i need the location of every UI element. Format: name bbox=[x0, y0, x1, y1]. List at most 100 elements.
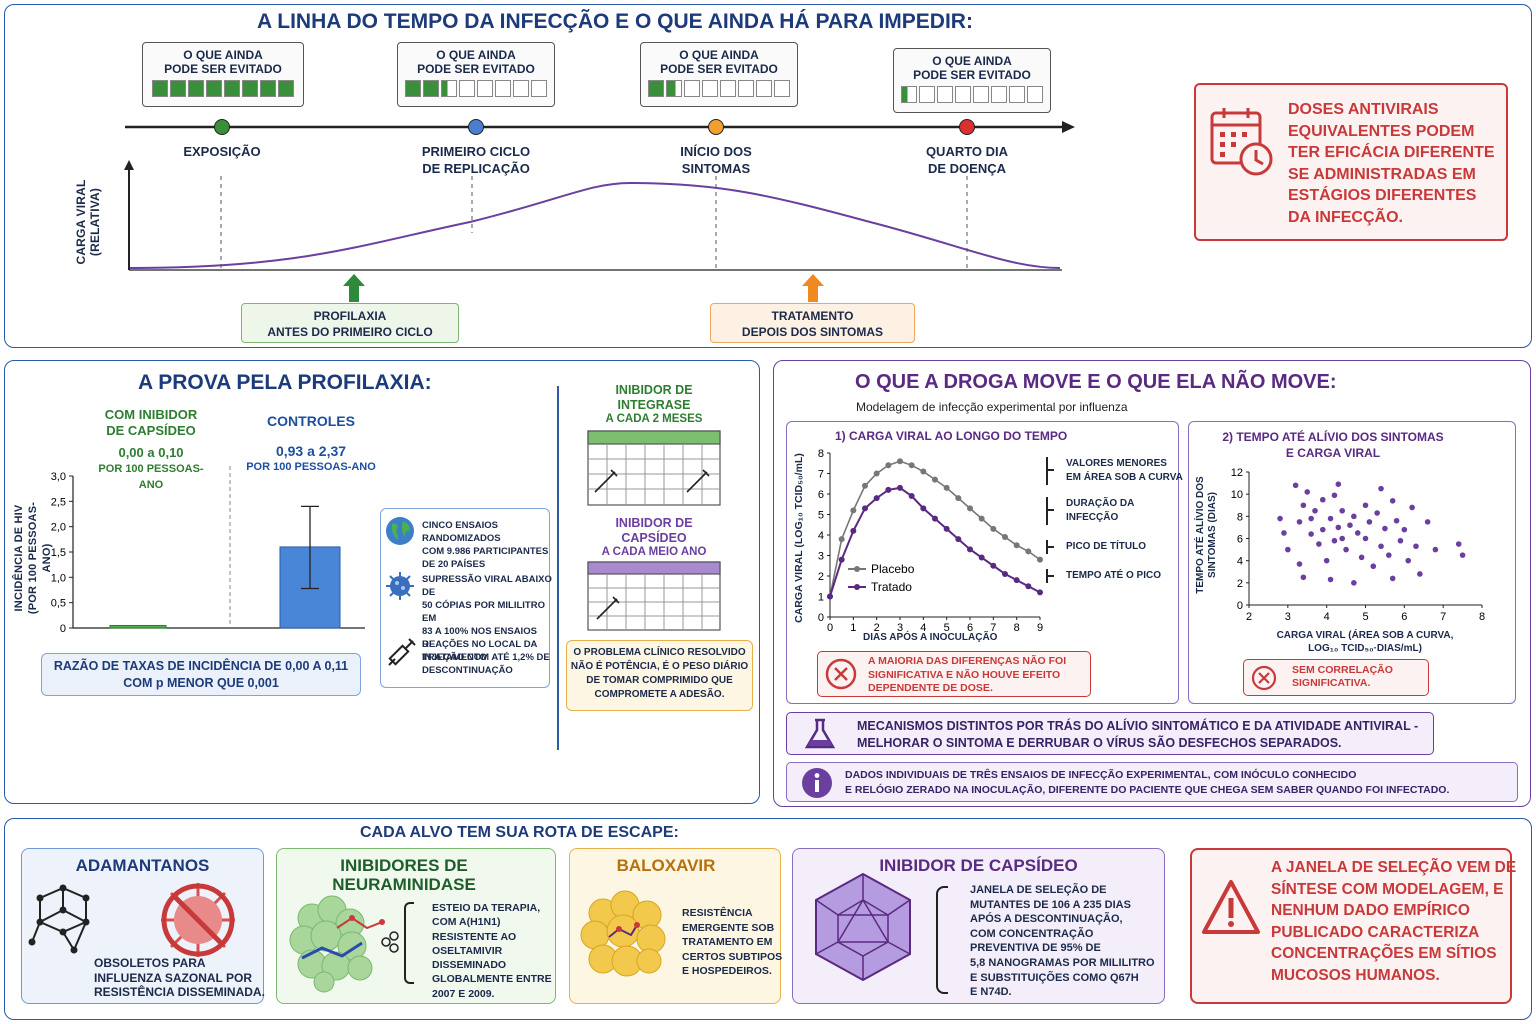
stage-name: PRIMEIRO CICLO bbox=[421, 144, 531, 159]
adamantane-molecule-icon bbox=[28, 884, 90, 954]
scatter-point bbox=[1432, 546, 1439, 553]
scatter-point bbox=[1292, 482, 1299, 489]
capsid-line: PREVENTIVA DE 95% DE bbox=[970, 942, 1101, 955]
neuraminidase-line: RESISTENTE AO bbox=[432, 930, 517, 943]
scatter-point bbox=[1366, 519, 1373, 525]
x-circle-icon bbox=[825, 658, 857, 690]
bracket-line: VALORES MENORES bbox=[1066, 458, 1167, 469]
series-line bbox=[829, 486, 1041, 597]
scatter-point bbox=[1347, 522, 1353, 528]
warning-line: NENHUM DADO EMPÍRICO bbox=[1271, 902, 1470, 919]
chart2-panel bbox=[1188, 421, 1516, 704]
y-tick-label: 2 bbox=[818, 571, 824, 583]
x-tick-label: 6 bbox=[1401, 611, 1407, 623]
data-point bbox=[1025, 548, 1032, 555]
neuraminidase-line: GLOBALMENTE ENTRE bbox=[432, 973, 552, 986]
bracket-tick bbox=[1046, 469, 1054, 471]
scatter-point bbox=[1455, 541, 1462, 547]
bar-segment bbox=[756, 80, 772, 97]
data-point bbox=[1025, 583, 1032, 590]
scatter-point bbox=[1339, 535, 1345, 542]
data-point bbox=[873, 495, 880, 502]
bar-segment bbox=[684, 80, 700, 97]
scatter-point bbox=[1389, 575, 1396, 582]
stage-name: QUARTO DIA bbox=[925, 144, 1009, 159]
stage-marker bbox=[214, 119, 230, 135]
warning-card bbox=[1190, 848, 1512, 1004]
note-line: A MAIORIA DAS DIFERENÇAS NÃO FOI bbox=[868, 655, 1067, 667]
x-tick-label: 6 bbox=[967, 622, 973, 631]
scatter-point bbox=[1362, 535, 1369, 542]
scatter-point bbox=[1459, 552, 1466, 558]
y-tick-label: 2 bbox=[1237, 578, 1243, 590]
x-tick-label: 2 bbox=[874, 622, 880, 631]
x-tick-label: 0 bbox=[827, 622, 833, 631]
scatter-point bbox=[1327, 515, 1334, 522]
note-line: SIGNIFICATIVA. bbox=[1292, 677, 1371, 689]
adamantanes-line: OBSOLETOS PARA bbox=[94, 956, 206, 970]
x-tick-label: 7 bbox=[990, 622, 996, 631]
warning-line: CONCENTRAÇÕES EM SÍTIOS bbox=[1271, 945, 1497, 962]
y-tick-label: 10 bbox=[1231, 489, 1243, 501]
adamantanes-line: RESISTÊNCIA DISSEMINADA. bbox=[94, 985, 265, 999]
mechanism-line: MECANISMOS DISTINTOS POR TRÁS DO ALÍVIO … bbox=[857, 719, 1419, 733]
proof-title: A PROVA PELA PROFILAXIA: bbox=[138, 371, 432, 394]
capsid-line: MUTANTES DE 106 A 235 DIAS bbox=[970, 898, 1131, 911]
warning-line: MUCOSOS HUMANOS. bbox=[1271, 966, 1440, 984]
alert-line: TER EFICÁCIA DIFERENTE bbox=[1288, 144, 1495, 161]
data-point bbox=[850, 507, 857, 514]
timeline-title: A LINHA DO TEMPO DA INFECÇÃO E O QUE AIN… bbox=[257, 10, 973, 33]
fact-line: 50 CÓPIAS POR MILILITRO EM bbox=[422, 600, 545, 624]
bar-segment bbox=[901, 86, 917, 103]
y-tick-label: 3 bbox=[818, 551, 824, 563]
neuraminidase-line: 2007 E 2009. bbox=[432, 987, 495, 1000]
data-point bbox=[1013, 542, 1020, 549]
fact-line: DESCONTINUAÇÃO bbox=[422, 665, 513, 676]
data-point bbox=[838, 556, 845, 563]
adamantanes-card bbox=[21, 848, 264, 1004]
bar-segment bbox=[278, 80, 294, 97]
scatter-point bbox=[1374, 510, 1380, 516]
scatter-point bbox=[1424, 519, 1431, 525]
legend-marker bbox=[854, 584, 860, 590]
data-point bbox=[943, 525, 950, 532]
x-tick-label: 2 bbox=[1246, 611, 1252, 623]
crossed-virus-icon bbox=[161, 883, 235, 957]
y-tick-label: 0 bbox=[60, 623, 66, 635]
data-point bbox=[897, 458, 903, 465]
x-tick-label: 5 bbox=[1362, 611, 1368, 623]
bracket-line: TEMPO ATÉ O PICO bbox=[1066, 570, 1162, 581]
bar-segment bbox=[720, 80, 736, 97]
y-tick-label: 1 bbox=[818, 592, 824, 604]
info-box: DADOS INDIVIDUAIS DE TRÊS ENSAIOS DE INF… bbox=[786, 762, 1518, 802]
fact-line: SUPRESSÃO VIRAL ABAIXO DE bbox=[422, 574, 552, 598]
alert-line: EQUIVALENTES PODEM bbox=[1288, 122, 1475, 140]
fact-line: REAÇÕES NO LOCAL DA bbox=[422, 639, 538, 650]
data-point bbox=[920, 468, 927, 475]
y-tick-label: 6 bbox=[818, 489, 824, 501]
capsid-calendar-icon bbox=[587, 561, 721, 631]
note-line: SIGNIFICATIVA E NÃO HOUVE EFEITO bbox=[868, 668, 1061, 681]
bar-segment bbox=[206, 80, 222, 97]
data-point bbox=[908, 493, 915, 500]
alert-line: SE ADMINISTRADAS EM bbox=[1288, 165, 1476, 183]
scatter-point bbox=[1304, 489, 1311, 495]
data-point bbox=[1013, 577, 1020, 584]
problem-line: COMPROMETE A ADESÃO. bbox=[594, 689, 725, 700]
